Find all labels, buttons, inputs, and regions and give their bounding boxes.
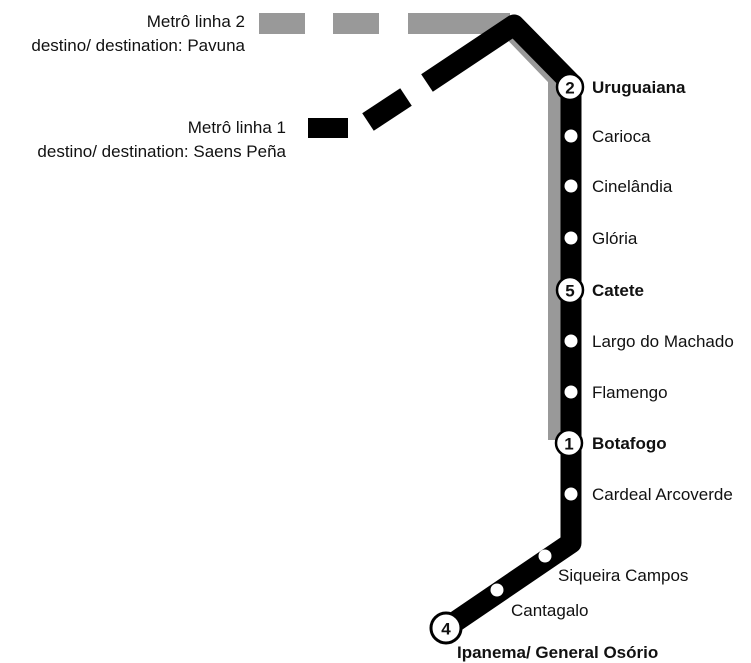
station-badge-number: 5	[565, 282, 574, 301]
station-badge	[555, 72, 585, 102]
station-dot	[564, 231, 578, 245]
station-label: Botafogo	[592, 434, 667, 453]
line-1-dash	[362, 88, 412, 131]
line-2-legend-swatch	[259, 13, 305, 34]
station-label: Flamengo	[592, 383, 668, 402]
station-carioca[interactable]: Carioca	[564, 127, 652, 146]
line-1-title: Metrô linha 1	[188, 118, 286, 137]
station-uruguaiana[interactable]: 2 Uruguaiana	[555, 72, 686, 102]
station-label: Cinelândia	[592, 177, 673, 196]
station-badge	[554, 428, 584, 458]
station-dot	[564, 334, 578, 348]
station-cantagalo[interactable]: Cantagalo	[490, 583, 589, 621]
station-flamengo[interactable]: Flamengo	[564, 383, 668, 402]
station-badge	[555, 275, 585, 305]
station-siqueira-campos[interactable]: Siqueira Campos	[538, 549, 689, 586]
station-dot	[564, 487, 578, 501]
line-2-dash	[333, 13, 379, 34]
station-botafogo[interactable]: 1 Botafogo	[554, 428, 667, 458]
station-dot	[564, 385, 578, 399]
station-largo-do-machado[interactable]: Largo do Machado	[564, 332, 734, 351]
station-label: Cardeal Arcoverde	[592, 485, 733, 504]
line-2-destination: destino/ destination: Pavuna	[31, 36, 245, 55]
line-1-destination: destino/ destination: Saens Peña	[37, 142, 286, 161]
station-label: Glória	[592, 229, 638, 248]
station-catete[interactable]: 5 Catete	[555, 275, 644, 305]
station-label: Catete	[592, 281, 644, 300]
line-1-route	[308, 14, 582, 637]
station-badge	[429, 611, 463, 645]
station-label: Largo do Machado	[592, 332, 734, 351]
station-label: Siqueira Campos	[558, 566, 688, 585]
station-label: Cantagalo	[511, 601, 589, 620]
station-dot	[564, 129, 578, 143]
station-dot	[564, 179, 578, 193]
station-dot	[538, 549, 552, 563]
line-2-route	[259, 13, 568, 440]
station-label: Ipanema/ General Osório	[457, 643, 658, 662]
station-dot	[490, 583, 504, 597]
line-2-dash	[408, 13, 510, 34]
station-badge-number: 1	[564, 435, 573, 454]
station-label: Uruguaiana	[592, 78, 686, 97]
station-label: Carioca	[592, 127, 651, 146]
station-badge-number: 2	[565, 79, 574, 98]
line-1-legend-swatch	[308, 118, 348, 138]
station-gloria[interactable]: Glória	[564, 229, 638, 248]
line-2-title: Metrô linha 2	[147, 12, 245, 31]
station-badge-number: 4	[441, 620, 451, 639]
station-cardeal-arcoverde[interactable]: Cardeal Arcoverde	[564, 485, 733, 504]
line-2-track	[497, 16, 568, 440]
station-cinelandia[interactable]: Cinelândia	[564, 177, 673, 196]
station-ipanema-general-osorio[interactable]: 4 Ipanema/ General Osório	[429, 611, 658, 662]
